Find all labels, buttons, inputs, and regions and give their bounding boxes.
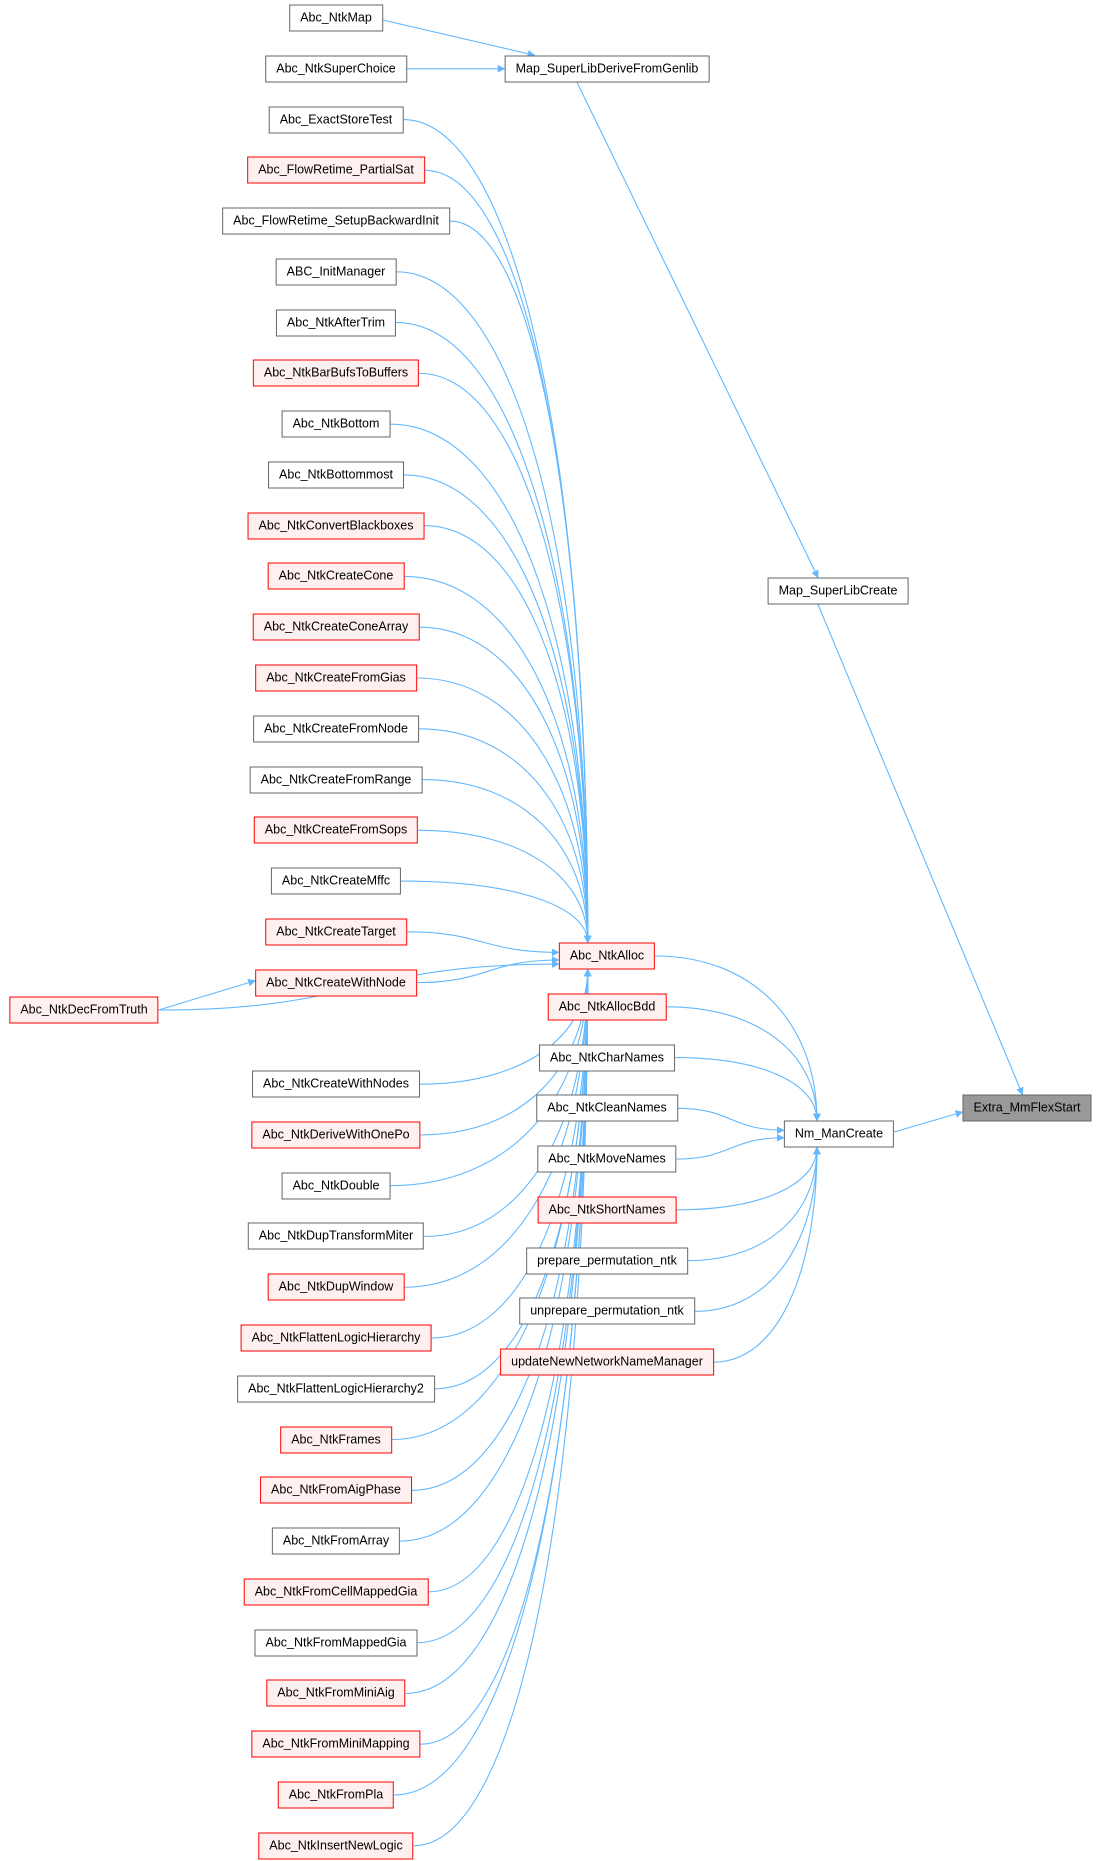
edge-CreateCone-to-NtkAlloc	[404, 575, 592, 944]
edge-DecFromTruth-to-CreateWithNode	[158, 978, 256, 1011]
edge-SuperLibCreate-to-MmFlexStart	[817, 604, 1024, 1096]
node-unprepare-perm[interactable]: unprepare_permutation_ntk	[519, 1297, 695, 1325]
edge-CreateFromNode-to-NtkAlloc	[418, 728, 592, 944]
edge-NtkMap-to-DeriveFromGenlib	[382, 19, 536, 58]
node-from-cell-mapped-gia[interactable]: Abc_NtkFromCellMappedGia	[243, 1578, 429, 1606]
node-ntk-double[interactable]: Abc_NtkDouble	[281, 1172, 391, 1200]
edge-DupWindow-to-NtkAlloc	[404, 968, 592, 1288]
edge-ManCreate-to-MmFlexStart	[893, 1110, 964, 1133]
edge-MoveNames-to-ManCreate	[676, 1133, 785, 1160]
edge-CharNames-to-ManCreate	[674, 1056, 821, 1122]
node-from-aig-phase[interactable]: Abc_NtkFromAigPhase	[260, 1476, 412, 1504]
node-init-manager[interactable]: ABC_InitManager	[275, 258, 397, 286]
node-ntk-bottom[interactable]: Abc_NtkBottom	[281, 410, 391, 438]
edge-NtkAfterTrim-to-NtkAlloc	[396, 322, 592, 944]
edge-CreateFromSops-to-NtkAlloc	[418, 829, 592, 944]
node-partial-sat[interactable]: Abc_FlowRetime_PartialSat	[247, 156, 425, 184]
edge-CreateMffc-to-NtkAlloc	[401, 880, 592, 944]
edge-CreateWithNode-to-NtkAlloc	[416, 956, 560, 984]
node-ntk-map[interactable]: Abc_NtkMap	[289, 4, 383, 32]
node-flatten-logic-hierarchy[interactable]: Abc_NtkFlattenLogicHierarchy	[240, 1324, 432, 1352]
node-ntk-alloc-bdd[interactable]: Abc_NtkAllocBdd	[547, 993, 667, 1021]
node-super-lib-create[interactable]: Map_SuperLibCreate	[767, 577, 909, 605]
node-dup-transform-miter[interactable]: Abc_NtkDupTransformMiter	[247, 1222, 425, 1250]
node-mm-flex-start[interactable]: Extra_MmFlexStart	[962, 1094, 1092, 1122]
node-create-with-nodes[interactable]: Abc_NtkCreateWithNodes	[252, 1070, 420, 1098]
node-flatten-logic-hierarchy2[interactable]: Abc_NtkFlattenLogicHierarchy2	[237, 1375, 435, 1403]
node-char-names[interactable]: Abc_NtkCharNames	[539, 1044, 675, 1072]
node-create-from-node[interactable]: Abc_NtkCreateFromNode	[253, 715, 419, 743]
edge-preparePerm-to-ManCreate	[687, 1146, 821, 1262]
node-create-target[interactable]: Abc_NtkCreateTarget	[265, 918, 407, 946]
edge-ExactStoreTest-to-NtkAlloc	[403, 118, 592, 944]
node-ntk-after-trim[interactable]: Abc_NtkAfterTrim	[275, 309, 397, 337]
node-create-from-range[interactable]: Abc_NtkCreateFromRange	[249, 766, 423, 794]
node-bar-bufs-to-buffers[interactable]: Abc_NtkBarBufsToBuffers	[252, 359, 420, 387]
edge-CreateFromRange-to-NtkAlloc	[422, 778, 592, 944]
node-from-array[interactable]: Abc_NtkFromArray	[271, 1527, 401, 1555]
node-move-names[interactable]: Abc_NtkMoveNames	[537, 1145, 677, 1173]
node-dup-window[interactable]: Abc_NtkDupWindow	[267, 1273, 405, 1301]
node-update-nnm[interactable]: updateNewNetworkNameManager	[500, 1348, 714, 1376]
node-prepare-perm[interactable]: prepare_permutation_ntk	[526, 1247, 688, 1275]
edge-updateNNM-to-ManCreate	[713, 1146, 821, 1363]
edge-FromPla-to-NtkAlloc	[394, 968, 592, 1796]
node-create-from-gias[interactable]: Abc_NtkCreateFromGias	[255, 664, 417, 692]
edge-BarBufsToBuffers-to-NtkAlloc	[419, 372, 592, 944]
node-ntk-alloc[interactable]: Abc_NtkAlloc	[558, 942, 656, 970]
node-clean-names[interactable]: Abc_NtkCleanNames	[536, 1094, 678, 1122]
node-from-pla[interactable]: Abc_NtkFromPla	[277, 1781, 395, 1809]
node-convert-blackboxes[interactable]: Abc_NtkConvertBlackboxes	[247, 512, 425, 540]
edge-NtkBottom-to-NtkAlloc	[390, 423, 592, 944]
edge-FromMiniAig-to-NtkAlloc	[405, 968, 592, 1694]
node-create-mffc[interactable]: Abc_NtkCreateMffc	[270, 867, 402, 895]
node-create-from-sops[interactable]: Abc_NtkCreateFromSops	[253, 816, 419, 844]
node-create-cone-array[interactable]: Abc_NtkCreateConeArray	[252, 613, 420, 641]
node-ntk-super-choice[interactable]: Abc_NtkSuperChoice	[265, 55, 407, 83]
edge-unpreparePerm-to-ManCreate	[694, 1146, 821, 1312]
node-ntk-frames[interactable]: Abc_NtkFrames	[280, 1426, 392, 1454]
node-derive-from-genlib[interactable]: Map_SuperLibDeriveFromGenlib	[504, 55, 710, 83]
edge-NtkAlloc-to-ManCreate	[655, 955, 821, 1122]
node-man-create[interactable]: Nm_ManCreate	[783, 1120, 895, 1148]
edge-CreateConeArray-to-NtkAlloc	[419, 626, 592, 944]
node-dec-from-truth[interactable]: Abc_NtkDecFromTruth	[9, 996, 159, 1024]
node-ntk-bottommost[interactable]: Abc_NtkBottommost	[268, 461, 404, 489]
node-setup-backward-init[interactable]: Abc_FlowRetime_SetupBackwardInit	[222, 207, 450, 235]
edge-NtkAllocBdd-to-ManCreate	[666, 1006, 821, 1122]
node-create-with-node[interactable]: Abc_NtkCreateWithNode	[255, 969, 417, 997]
edge-DeriveFromGenlib-to-SuperLibCreate	[576, 82, 819, 579]
node-from-mini-aig[interactable]: Abc_NtkFromMiniAig	[266, 1679, 406, 1707]
edge-ConvertBlackboxes-to-NtkAlloc	[424, 525, 592, 944]
node-short-names[interactable]: Abc_NtkShortNames	[537, 1196, 677, 1224]
node-from-mapped-gia[interactable]: Abc_NtkFromMappedGia	[254, 1629, 418, 1657]
edge-ShortNames-to-ManCreate	[676, 1146, 821, 1211]
node-derive-with-one-po[interactable]: Abc_NtkDeriveWithOnePo	[251, 1121, 421, 1149]
node-insert-new-logic[interactable]: Abc_NtkInsertNewLogic	[258, 1832, 414, 1860]
edge-InitManager-to-NtkAlloc	[396, 271, 592, 944]
edge-NtkBottommost-to-NtkAlloc	[403, 474, 592, 944]
node-exact-store-test[interactable]: Abc_ExactStoreTest	[268, 106, 404, 134]
edge-CleanNames-to-ManCreate	[677, 1107, 785, 1134]
edge-CreateTarget-to-NtkAlloc	[406, 931, 560, 957]
node-create-cone[interactable]: Abc_NtkCreateCone	[267, 562, 405, 590]
edge-PartialSat-to-NtkAlloc	[424, 169, 592, 944]
edge-InsertNewLogic-to-NtkAlloc	[413, 968, 592, 1847]
node-from-mini-mapping[interactable]: Abc_NtkFromMiniMapping	[251, 1730, 421, 1758]
edge-SetupBackwardInit-to-NtkAlloc	[449, 220, 592, 944]
edge-CreateFromGias-to-NtkAlloc	[416, 677, 592, 944]
